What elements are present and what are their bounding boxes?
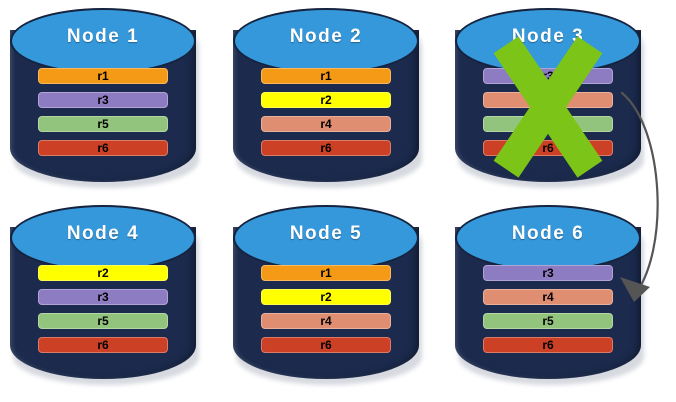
record-bar[interactable]: r1 — [38, 68, 168, 84]
record-list: r3 r4 r5 r6 — [483, 265, 613, 353]
record-bar[interactable]: r6 — [38, 140, 168, 156]
record-bar[interactable]: r1 — [261, 68, 391, 84]
record-bar[interactable]: r5 — [483, 313, 613, 329]
record-bar[interactable]: r3 — [38, 92, 168, 108]
record-bar[interactable]: r6 — [483, 337, 613, 353]
record-bar[interactable]: r2 — [261, 92, 391, 108]
record-bar[interactable]: r3 — [38, 289, 168, 305]
record-bar[interactable]: r4 — [261, 313, 391, 329]
cylinder-top-ellipse — [10, 8, 196, 74]
record-bar[interactable]: r6 — [261, 140, 391, 156]
record-bar[interactable]: r4 — [261, 116, 391, 132]
record-bar[interactable]: r4 — [483, 289, 613, 305]
record-list: r3 r4 r5 r6 — [483, 68, 613, 156]
record-bar[interactable]: r4 — [483, 92, 613, 108]
record-bar[interactable]: r2 — [261, 289, 391, 305]
cylinder-top-ellipse — [455, 8, 641, 74]
record-bar[interactable]: r3 — [483, 68, 613, 84]
cylinder-top-ellipse — [233, 8, 419, 74]
cylinder-top-ellipse — [10, 205, 196, 271]
record-bar[interactable]: r1 — [261, 265, 391, 281]
record-bar[interactable]: r6 — [38, 337, 168, 353]
record-bar[interactable]: r2 — [38, 265, 168, 281]
record-list: r1 r3 r5 r6 — [38, 68, 168, 156]
record-list: r1 r2 r4 r6 — [261, 265, 391, 353]
cylinder-top-ellipse — [233, 205, 419, 271]
record-bar[interactable]: r6 — [483, 140, 613, 156]
record-bar[interactable]: r5 — [483, 116, 613, 132]
record-bar[interactable]: r5 — [38, 313, 168, 329]
record-bar[interactable]: r5 — [38, 116, 168, 132]
record-list: r1 r2 r4 r6 — [261, 68, 391, 156]
record-bar[interactable]: r3 — [483, 265, 613, 281]
record-list: r2 r3 r5 r6 — [38, 265, 168, 353]
record-bar[interactable]: r6 — [261, 337, 391, 353]
cylinder-top-ellipse — [455, 205, 641, 271]
